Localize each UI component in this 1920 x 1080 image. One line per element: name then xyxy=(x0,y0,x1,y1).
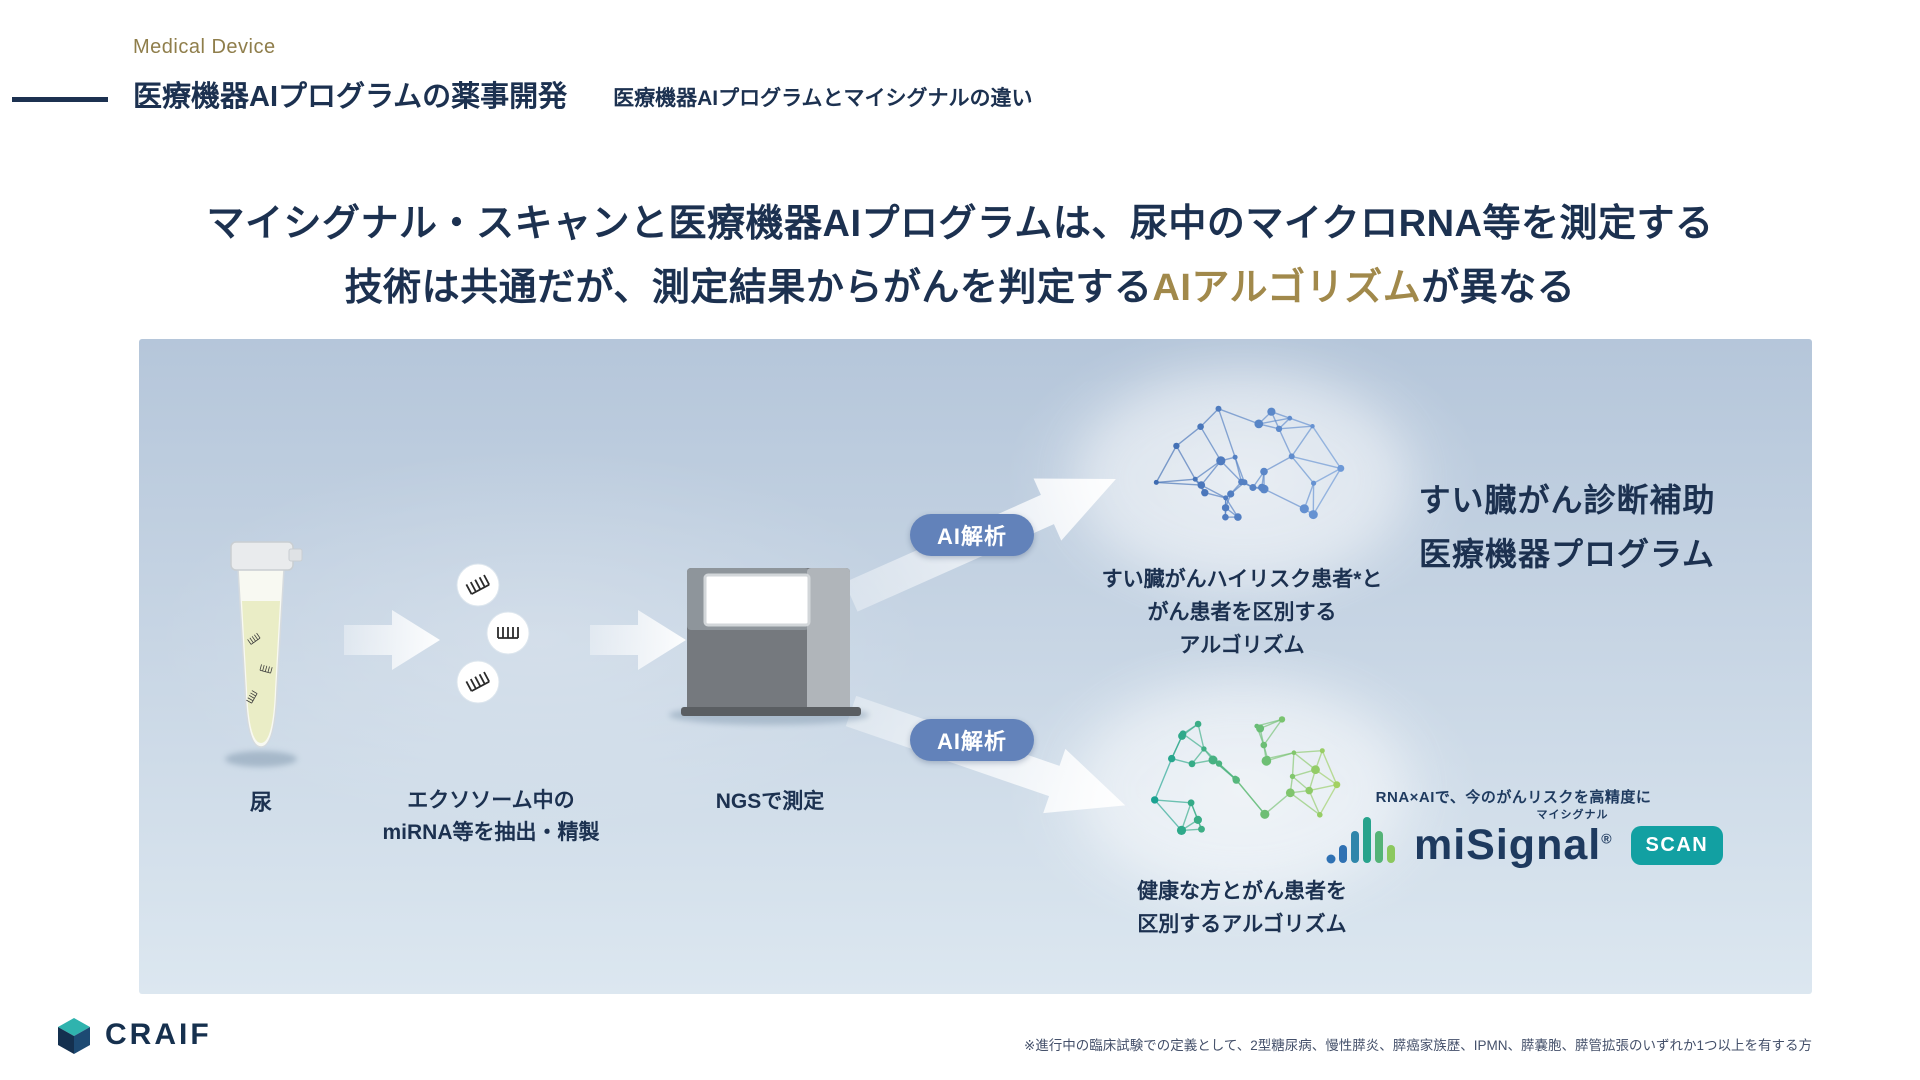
exosome-label-line1: エクソソーム中の xyxy=(407,789,575,812)
eyebrow-label: Medical Device xyxy=(133,36,276,58)
ngs-machine-illustration xyxy=(669,568,869,725)
headline: マイシグナル・スキャンと医療機器AIプログラムは、尿中のマイクロRNA等を測定す… xyxy=(0,192,1920,320)
exosome-label: エクソソーム中の miRNA等を抽出・精製 xyxy=(382,785,599,849)
headline-line2-pre: 技術は共通だが、測定結果からがんを判定する xyxy=(344,267,1153,309)
pancreatic-algorithm-caption: すい臓がんハイリスク患者*と がん患者を区別する アルゴリズム xyxy=(1102,563,1383,662)
exosome-label-line2: miRNA等を抽出・精製 xyxy=(382,821,600,844)
footnote: ※進行中の臨床試験での定義として、2型糖尿病、慢性膵炎、膵癌家族歴、IPMN、膵… xyxy=(1024,1038,1812,1053)
header: 医療機器AIプログラムの薬事開発 医療機器AIプログラムとマイシグナルの違い xyxy=(133,80,1033,115)
ai-analysis-badge-bottom: AI解析 xyxy=(910,719,1034,761)
pancreatic-algorithm-caption-line3: アルゴリズム xyxy=(1179,634,1305,657)
glow-bottom xyxy=(1077,684,1407,894)
arrow-right-icon-2 xyxy=(590,610,686,670)
urine-tube-illustration xyxy=(225,541,303,767)
headline-line2: 技術は共通だが、測定結果からがんを判定するAIアルゴリズムが異なる xyxy=(0,256,1920,320)
misignal-brand-row: マイシグナル miSignal® SCAN xyxy=(1326,809,1796,869)
medical-device-program-title-line1: すい臓がん診断補助 xyxy=(1418,482,1716,518)
healthy-algorithm-caption-line1: 健康な方とがん患者を xyxy=(1137,880,1347,903)
misignal-brand-text: miSignal xyxy=(1414,821,1602,869)
misignal-wordmark: マイシグナル miSignal® xyxy=(1414,809,1613,869)
ngs-label: NGSで測定 xyxy=(715,790,825,813)
arrow-right-icon-1 xyxy=(344,610,440,670)
diagram-panel: AI解析 AI解析 尿 エクソソーム中の miRNA等を抽出・精製 NGSで測定… xyxy=(139,339,1812,994)
brain-network-green-icon xyxy=(1151,716,1341,835)
medical-device-program-title-line2: 医療機器プログラム xyxy=(1418,536,1716,572)
diagram-artwork xyxy=(225,374,1407,894)
page-title: 医療機器AIプログラムの薬事開発 xyxy=(133,81,568,113)
misignal-logo-icon xyxy=(1326,817,1395,864)
craif-logo: CRAIF xyxy=(55,1016,212,1054)
scan-badge: SCAN xyxy=(1630,826,1724,865)
urine-label: 尿 xyxy=(249,790,273,815)
misignal-ruby: マイシグナル xyxy=(1536,809,1609,821)
misignal-logo: RNA×AIで、今のがんリスクを高精度に マイシグナル miSignal® SC… xyxy=(1326,786,1796,867)
headline-line2-highlight: AIアルゴリズム xyxy=(1152,267,1422,309)
header-accent-rule xyxy=(12,97,108,102)
healthy-algorithm-caption-line2: 区別するアルゴリズム xyxy=(1137,913,1347,936)
headline-line2-post: が異なる xyxy=(1421,267,1576,309)
page-subtitle: 医療機器AIプログラムとマイシグナルの違い xyxy=(613,86,1033,110)
exosome-icons xyxy=(456,563,530,704)
pancreatic-algorithm-caption-line1: すい臓がんハイリスク患者*と xyxy=(1101,568,1383,591)
pancreatic-algorithm-caption-line2: がん患者を区別する xyxy=(1147,601,1337,624)
ai-analysis-badge-top: AI解析 xyxy=(910,514,1034,556)
brain-network-blue-icon xyxy=(1153,405,1345,521)
medical-device-program-title: すい臓がん診断補助 医療機器プログラム xyxy=(1418,473,1715,581)
healthy-algorithm-caption: 健康な方とがん患者を 区別するアルゴリズム xyxy=(1137,875,1347,941)
headline-line1: マイシグナル・スキャンと医療機器AIプログラムは、尿中のマイクロRNA等を測定す… xyxy=(206,203,1714,245)
registered-mark: ® xyxy=(1601,830,1613,847)
misignal-tagline: RNA×AIで、今のがんリスクを高精度に xyxy=(1375,789,1652,806)
craif-logo-icon xyxy=(58,1018,90,1054)
craif-logo-text: CRAIF xyxy=(105,1018,212,1051)
